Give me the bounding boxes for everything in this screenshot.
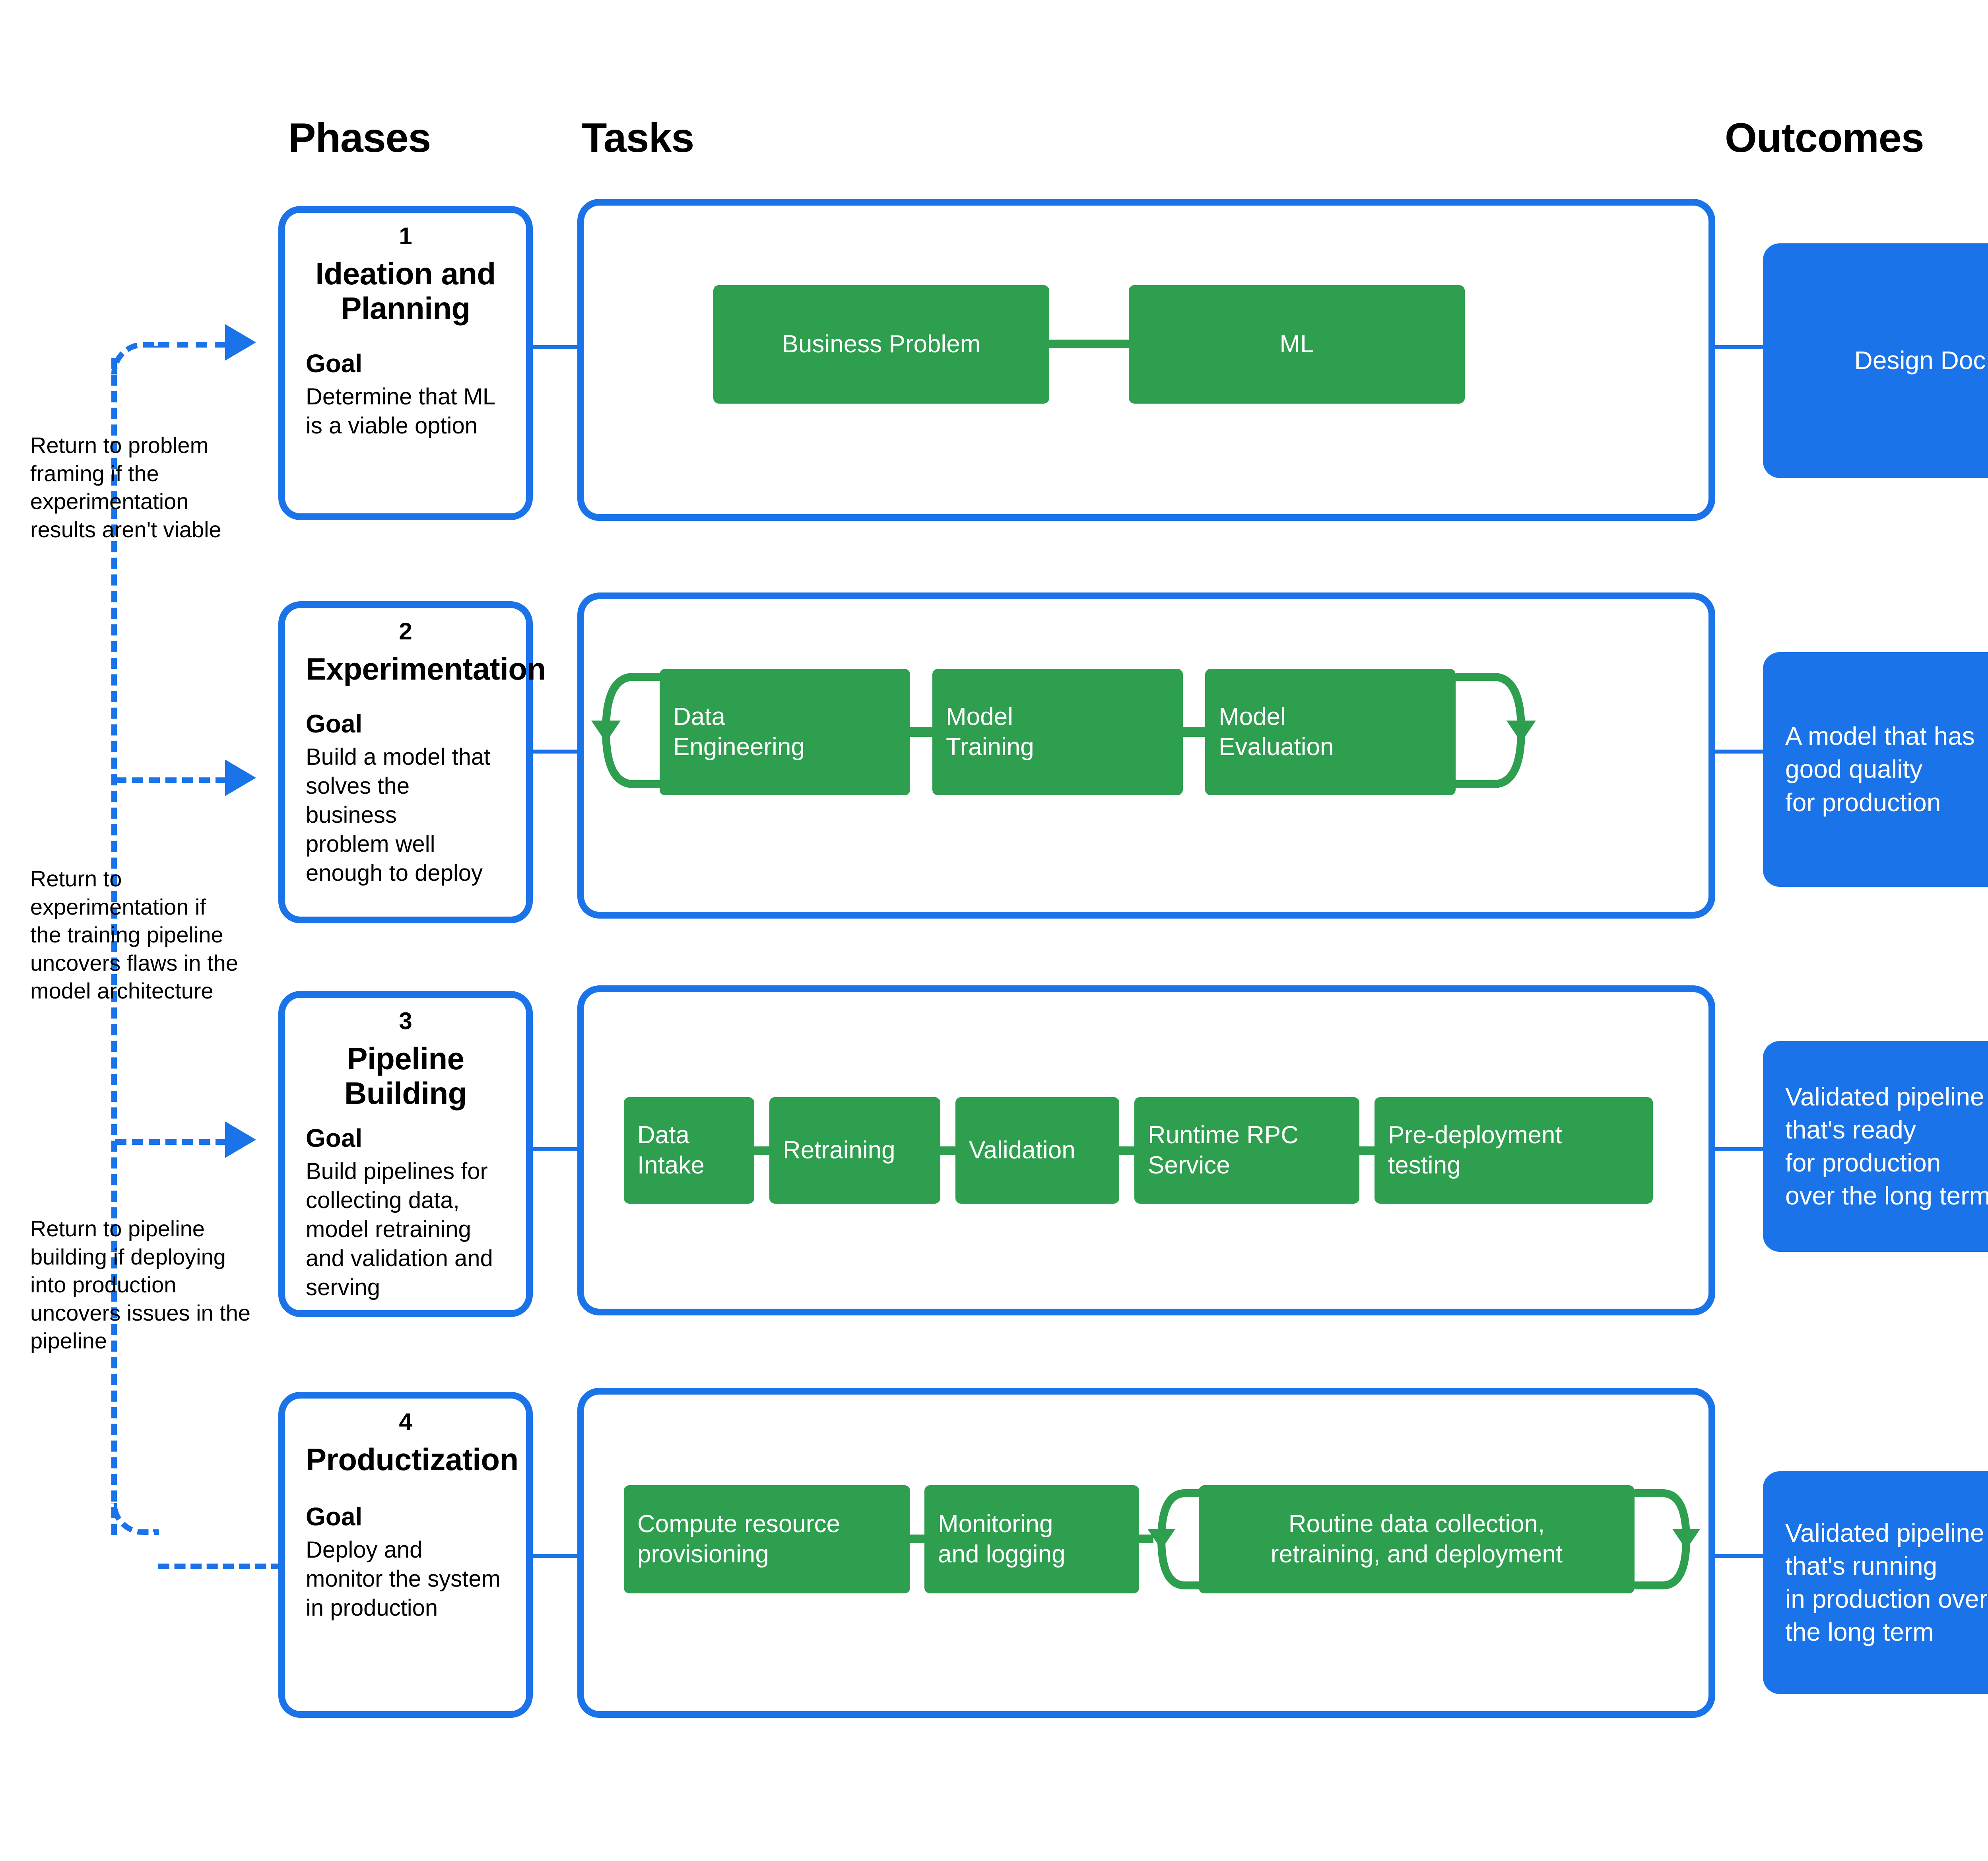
feedback-line-1 [158,342,226,348]
goal-label-3: Goal [306,1123,363,1152]
goal-text-2: Build a model that solves the business p… [306,744,491,886]
feedback-corner-4 [111,1503,159,1535]
phase-number-1: 1 [399,223,412,249]
loop-arrow-left [591,673,672,788]
phase-goal-block-4: Goal Deploy and monitor the system in pr… [306,1502,505,1622]
task-connector-2a [910,727,932,737]
feedback-line-4 [158,1564,282,1569]
task-chip-runtime-rpc-service[interactable]: Runtime RPC Service [1134,1097,1359,1204]
goal-label-4: Goal [306,1502,363,1531]
connector-tasks1-outcome [1715,345,1763,349]
phase-number-2: 2 [399,618,412,645]
feedback-arrow-1 [225,324,256,361]
phase-number-4: 4 [399,1408,412,1435]
task-chip-pre-deployment-testing[interactable]: Pre-deployment testing [1375,1097,1653,1204]
tasks-card-3: Data Intake Retraining Validation Runtim… [577,985,1715,1315]
feedback-line-2 [115,777,227,783]
connector-tasks2-outcome [1715,750,1763,754]
task-connector-3a [754,1146,769,1155]
goal-label-1: Goal [306,349,363,378]
phase-goal-block-2: Goal Build a model that solves the busin… [306,709,505,888]
task-chip-data-intake[interactable]: Data Intake [624,1097,754,1204]
task-chip-model-evaluation[interactable]: Model Evaluation [1205,669,1456,795]
task-chip-ml[interactable]: ML [1129,285,1465,404]
phase-goal-block-3: Goal Build pipelines for collecting data… [306,1123,505,1302]
column-header-outcomes: Outcomes [1725,115,1924,161]
goal-text-1: Determine that ML is a viable option [306,383,496,439]
phase-card-2[interactable]: 2 Experimentation Goal Build a model tha… [278,601,546,923]
goal-label-2: Goal [306,709,363,738]
outcome-box-1[interactable]: Design Doc [1763,243,1988,478]
task-chip-validation[interactable]: Validation [955,1097,1119,1204]
task-connector-3b [940,1146,955,1155]
feedback-line-3 [115,1139,227,1145]
outcome-box-4[interactable]: Validated pipeline that's running in pro… [1763,1471,1988,1694]
outcome-box-2[interactable]: A model that has good quality for produc… [1763,652,1988,887]
loop-arrow-right [1456,673,1536,788]
tasks-card-4: Compute resource provisioning Monitoring… [577,1388,1715,1718]
tasks-card-1: Business Problem ML [577,199,1715,521]
loop-arrow-right-row4 [1635,1489,1700,1589]
column-header-tasks: Tasks [582,115,694,161]
phase-card-1[interactable]: 1 Ideation and Planning Goal Determine t… [278,206,533,520]
connector-phase3-tasks [531,1147,579,1151]
feedback-spine-vertical [111,358,117,1535]
phase-goal-block-1: Goal Determine that ML is a viable optio… [306,348,505,440]
task-connector-2b [1183,727,1205,737]
phase-number-3: 3 [399,1008,412,1034]
feedback-corner-1 [111,342,159,374]
loop-arrow-left-row4 [1147,1489,1213,1589]
column-header-phases: Phases [288,115,431,161]
task-chip-monitoring-and-logging[interactable]: Monitoring and logging [924,1485,1139,1593]
connector-phase1-tasks [531,345,579,349]
phase-card-4[interactable]: 4 Productization Goal Deploy and monitor… [278,1392,533,1718]
task-connector-4b [1139,1535,1153,1543]
task-connector-4a [910,1535,924,1543]
phase-card-3[interactable]: 3 Pipeline Building Goal Build pipelines… [278,991,533,1317]
connector-tasks3-outcome [1715,1147,1763,1151]
feedback-arrow-2 [225,760,256,796]
outcome-box-3[interactable]: Validated pipeline that's ready for prod… [1763,1041,1988,1252]
feedback-note-3: Return to pipeline building if deploying… [30,1216,251,1354]
feedback-note-2: Return to experimentation if the trainin… [30,866,238,1004]
phase-title-3: Pipeline Building [344,1041,467,1111]
task-chip-business-problem[interactable]: Business Problem [713,285,1049,404]
task-chip-retraining[interactable]: Retraining [769,1097,940,1204]
phase-title-1: Ideation and Planning [315,256,496,326]
connector-phase2-tasks [531,750,579,754]
tasks-card-2: Data Engineering Model Training Model Ev… [577,592,1715,919]
task-chip-model-training[interactable]: Model Training [932,669,1183,795]
feedback-note-1: Return to problem framing if the experim… [30,433,221,542]
task-connector-3d [1359,1146,1375,1155]
task-connector-1a [1049,340,1129,348]
task-connector-3c [1119,1146,1134,1155]
task-chip-compute-resource-provisioning[interactable]: Compute resource provisioning [624,1485,910,1593]
connector-tasks4-outcome [1715,1554,1763,1558]
phase-title-4: Productization [306,1442,518,1477]
phase-title-2: Experimentation [306,651,546,686]
task-chip-routine-data-collection[interactable]: Routine data collection, retraining, and… [1199,1485,1635,1593]
goal-text-3: Build pipelines for collecting data, mod… [306,1158,493,1300]
goal-text-4: Deploy and monitor the system in product… [306,1537,501,1621]
task-chip-data-engineering[interactable]: Data Engineering [660,669,910,795]
connector-phase4-tasks [531,1554,579,1558]
feedback-arrow-3 [225,1121,256,1158]
